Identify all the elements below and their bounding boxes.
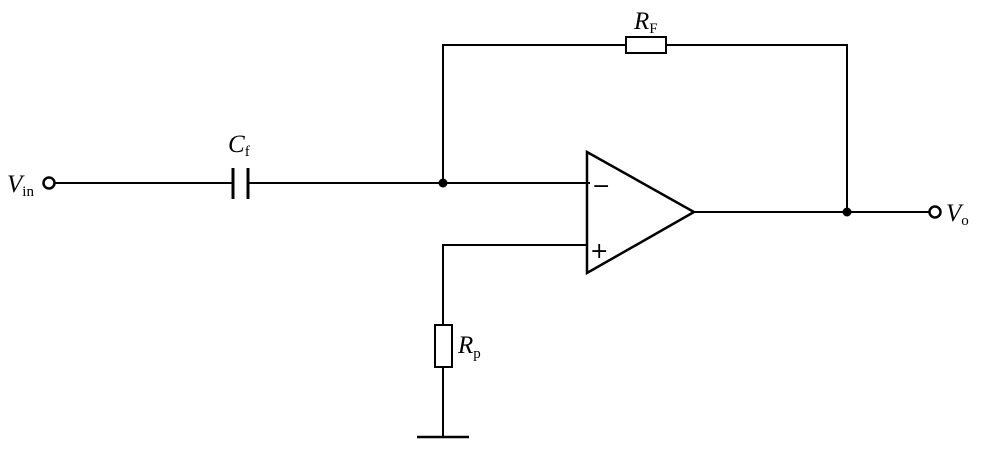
junction-output-node xyxy=(842,207,852,217)
feedback-wire-right xyxy=(666,44,848,212)
opamp-triangle xyxy=(585,149,697,276)
vo-terminal xyxy=(928,205,942,219)
rp-label: Rp xyxy=(457,332,481,362)
noninverting-input-wire xyxy=(442,244,587,325)
opamp-plus-sign: + xyxy=(590,239,608,264)
capacitor-cf xyxy=(231,168,250,199)
opamp-minus-sign: − xyxy=(592,174,610,199)
vin-terminal xyxy=(42,176,56,190)
vo-label: Vo xyxy=(946,200,969,229)
resistor-rp xyxy=(434,324,453,368)
vin-label: Vin xyxy=(7,171,34,200)
feedback-wire-left xyxy=(442,44,626,183)
rf-label: RF xyxy=(633,8,658,37)
cf-label: Cf xyxy=(228,131,250,160)
resistor-rf xyxy=(625,36,667,54)
